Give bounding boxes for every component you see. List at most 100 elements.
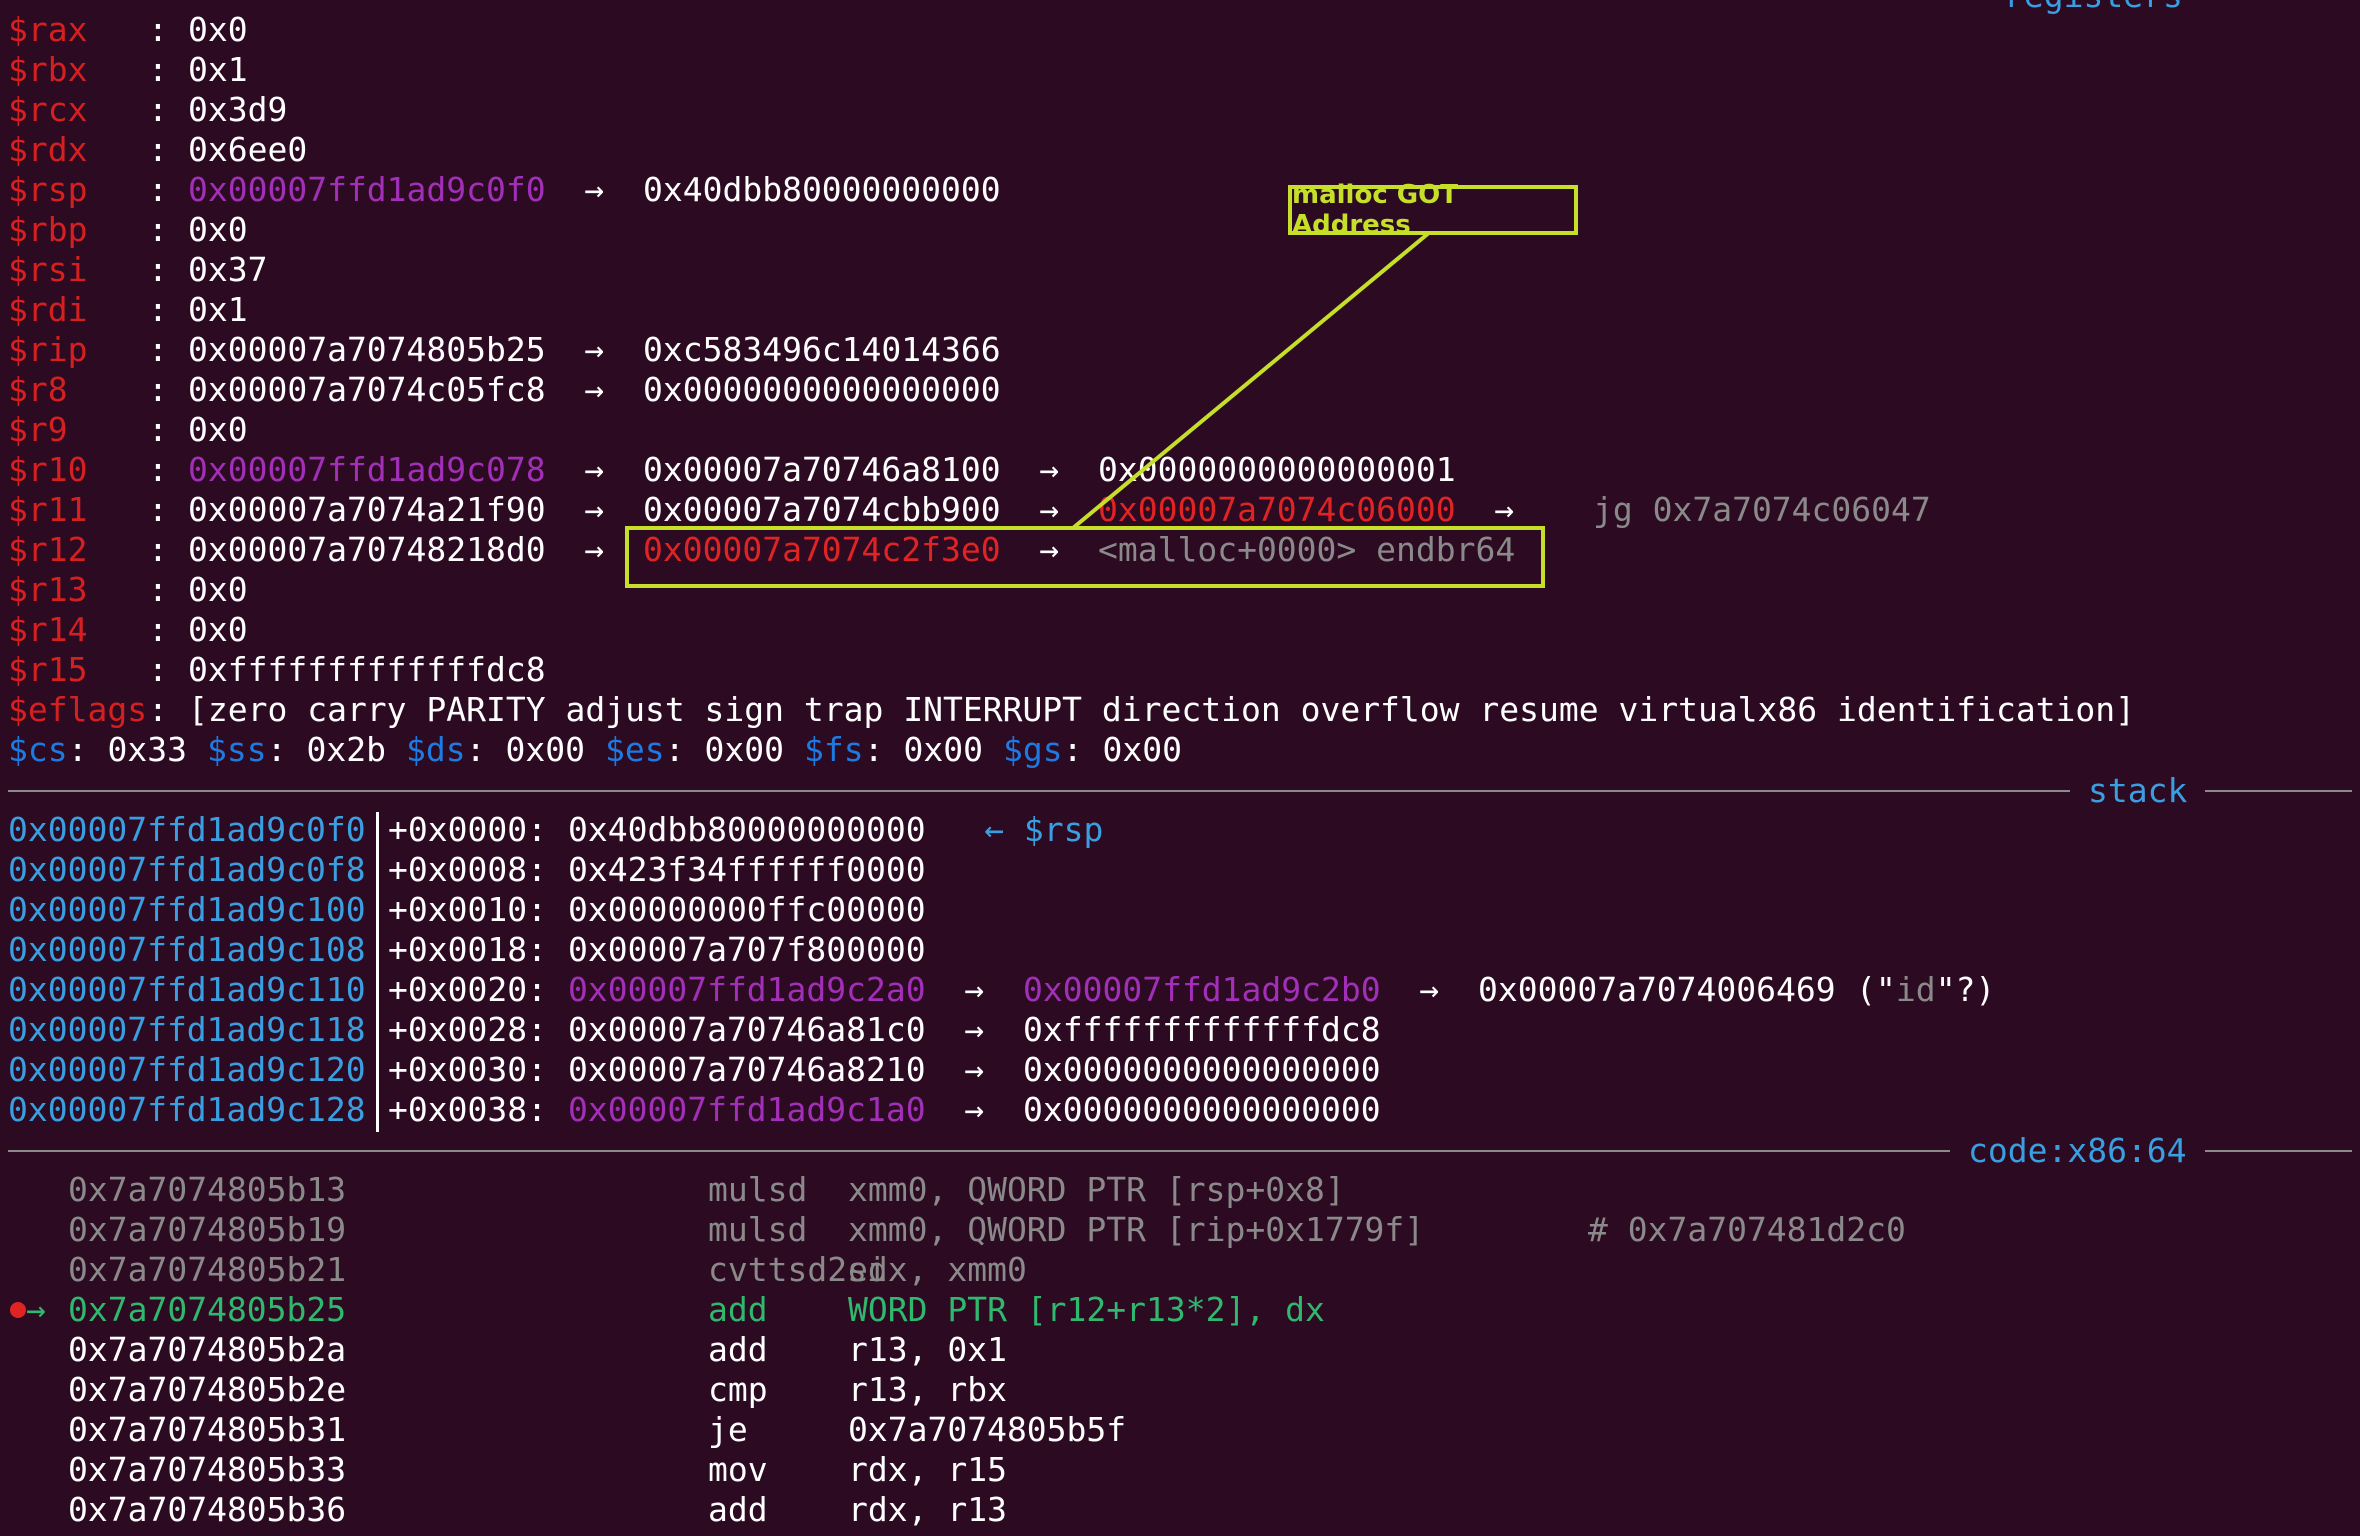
stack-value: 0x00007ffd1ad9c1a0 bbox=[568, 1090, 926, 1129]
instruction-mnemonic: add bbox=[708, 1330, 768, 1369]
register-value: 0x00007a7074c05fc8 bbox=[188, 370, 546, 409]
segment-name: $cs bbox=[8, 730, 68, 769]
segment-name: $ds bbox=[406, 730, 466, 769]
deref-value: 0x0000000000000000 bbox=[1023, 1050, 1381, 1089]
deref-arrow: → bbox=[584, 370, 605, 409]
register-value: 0x00007ffd1ad9c078 bbox=[188, 450, 546, 489]
deref-arrow: → bbox=[584, 490, 605, 529]
register-name: $rip bbox=[8, 330, 88, 369]
stack-offset: +0x0030: bbox=[388, 1050, 547, 1089]
segment-name: $ss bbox=[207, 730, 267, 769]
deref-value: 0x00007a7074c06000 bbox=[1098, 490, 1456, 529]
register-name: $rsp bbox=[8, 170, 88, 209]
register-name: $r9 bbox=[8, 410, 68, 449]
colon: : bbox=[148, 10, 168, 49]
instruction-mnemonic: mulsd bbox=[708, 1210, 808, 1249]
stack-value: 0x423f34ffffff0000 bbox=[568, 850, 926, 889]
segment-value: 0x33 bbox=[107, 730, 187, 769]
register-value: 0x0 bbox=[188, 410, 248, 449]
register-name: $rdx bbox=[8, 130, 88, 169]
colon: : bbox=[148, 490, 168, 529]
segment-value: 0x00 bbox=[903, 730, 983, 769]
register-value: 0x00007a7074a21f90 bbox=[188, 490, 546, 529]
colon: : bbox=[148, 290, 168, 329]
string-hint-close: "?) bbox=[1935, 970, 1996, 1009]
deref-arrow: → bbox=[964, 1050, 985, 1089]
instruction-address: 0x7a7074805b19 bbox=[68, 1210, 347, 1249]
stack-address: 0x00007ffd1ad9c118 bbox=[8, 1010, 366, 1049]
instruction-operands: rdx, r13 bbox=[848, 1490, 1007, 1529]
register-value: 0x00007a7074805b25 bbox=[188, 330, 546, 369]
deref-value: 0x00007a70746a8100 bbox=[643, 450, 1001, 489]
colon: : bbox=[863, 730, 904, 769]
segment-name: $fs bbox=[804, 730, 864, 769]
string-hint: id bbox=[1895, 970, 1936, 1009]
instruction-operands: edx, xmm0 bbox=[848, 1250, 1027, 1289]
deref-arrow: → bbox=[964, 1010, 985, 1049]
deref-value: 0x00007ffd1ad9c2b0 bbox=[1023, 970, 1381, 1009]
segment-name: $gs bbox=[1003, 730, 1063, 769]
register-name: $r12 bbox=[8, 530, 88, 569]
register-value: 0x00007a70748218d0 bbox=[188, 530, 546, 569]
stack-address: 0x00007ffd1ad9c110 bbox=[8, 970, 366, 1009]
deref-arrow: → bbox=[1039, 450, 1060, 489]
instruction-mnemonic: add bbox=[708, 1290, 768, 1329]
colon: : bbox=[148, 90, 168, 129]
instruction-operands: xmm0, QWORD PTR [rsp+0x8] bbox=[848, 1170, 1345, 1209]
colon: : bbox=[266, 730, 307, 769]
deref-value: 0xfffffffffffffdc8 bbox=[1023, 1010, 1381, 1049]
colon: : bbox=[148, 210, 168, 249]
deref-arrow: → bbox=[1039, 530, 1060, 569]
instruction-operands: xmm0, QWORD PTR [rip+0x1779f] bbox=[848, 1210, 1425, 1249]
register-name: $rax bbox=[8, 10, 88, 49]
register-value: 0x37 bbox=[188, 250, 268, 289]
instruction-operands: rdx, r15 bbox=[848, 1450, 1007, 1489]
colon: : bbox=[148, 530, 168, 569]
deref-arrow: → bbox=[584, 330, 605, 369]
segment-name: $es bbox=[605, 730, 665, 769]
instruction-operands: 0x7a7074805b5f bbox=[848, 1410, 1127, 1449]
colon: : bbox=[664, 730, 705, 769]
segment-value: 0x2b bbox=[306, 730, 386, 769]
register-name: $r8 bbox=[8, 370, 68, 409]
colon: : bbox=[148, 610, 168, 649]
segment-value: 0x00 bbox=[704, 730, 784, 769]
register-name: $r11 bbox=[8, 490, 88, 529]
register-name: $rsi bbox=[8, 250, 88, 289]
stack-offset: +0x0028: bbox=[388, 1010, 547, 1049]
stack-divider bbox=[8, 790, 2352, 792]
segment-value: 0x00 bbox=[505, 730, 585, 769]
deref-value: 0x00007a7074cbb900 bbox=[643, 490, 1001, 529]
stack-value: 0x00007a70746a81c0 bbox=[568, 1010, 926, 1049]
instruction-mnemonic: cvttsd2si bbox=[708, 1250, 887, 1289]
deref-arrow: → bbox=[584, 450, 605, 489]
stack-address: 0x00007ffd1ad9c0f0 bbox=[8, 810, 366, 849]
instruction-operands: r13, rbx bbox=[848, 1370, 1007, 1409]
register-name: $r10 bbox=[8, 450, 88, 489]
instruction-comment: # 0x7a707481d2c0 bbox=[1588, 1210, 1906, 1249]
registers-section-label: registers bbox=[2004, 0, 2183, 16]
register-value: 0xfffffffffffffdc8 bbox=[188, 650, 546, 689]
deref-value: 0x00007a7074006469 bbox=[1478, 970, 1836, 1009]
deref-value: 0xc583496c14014366 bbox=[643, 330, 1001, 369]
colon: : bbox=[148, 250, 168, 289]
stack-offset: +0x0000: bbox=[388, 810, 547, 849]
register-name: $rbx bbox=[8, 50, 88, 89]
stack-value: 0x00007a70746a8210 bbox=[568, 1050, 926, 1089]
deref-arrow: → bbox=[1419, 970, 1440, 1009]
colon: : bbox=[148, 410, 168, 449]
current-instruction-arrow: → bbox=[26, 1290, 46, 1329]
stack-offset: +0x0018: bbox=[388, 930, 547, 969]
string-hint-open: (" bbox=[1836, 970, 1896, 1009]
eflags-value: [zero carry PARITY adjust sign trap INTE… bbox=[188, 690, 2136, 729]
instruction-address: 0x7a7074805b36 bbox=[68, 1490, 347, 1529]
register-value: 0x6ee0 bbox=[188, 130, 308, 169]
register-value: 0x0 bbox=[188, 210, 248, 249]
stack-address: 0x00007ffd1ad9c128 bbox=[8, 1090, 366, 1129]
malloc-got-annotation-label: malloc GOT Address bbox=[1288, 180, 1578, 240]
instruction-address: 0x7a7074805b21 bbox=[68, 1250, 347, 1289]
register-name: $r14 bbox=[8, 610, 88, 649]
deref-arrow: → bbox=[1494, 490, 1515, 529]
stack-address: 0x00007ffd1ad9c0f8 bbox=[8, 850, 366, 889]
